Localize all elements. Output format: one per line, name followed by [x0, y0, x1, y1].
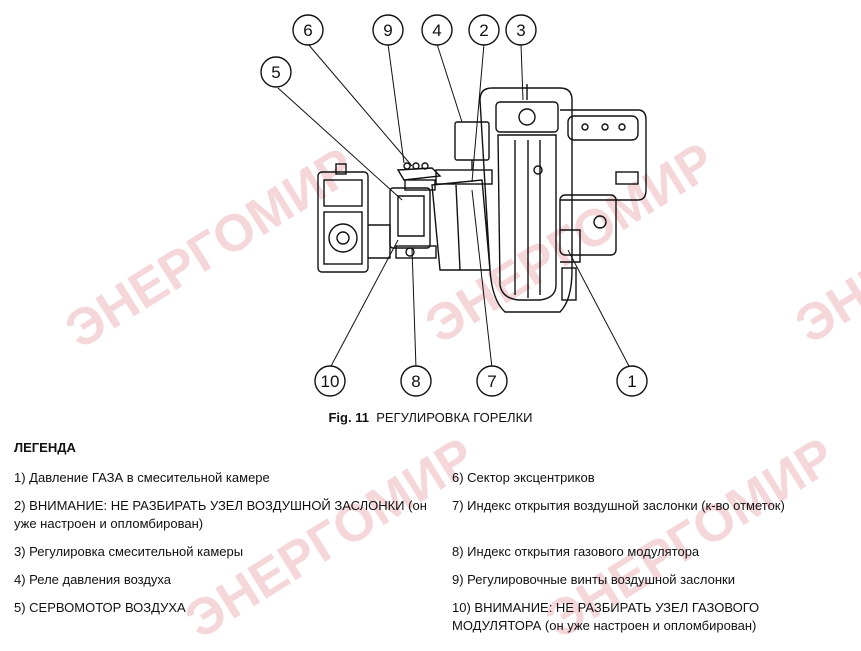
callout-4: 4 — [421, 14, 453, 46]
fan-housing — [479, 84, 573, 313]
figure-caption: Fig. 11 РЕГУЛИРОВКА ГОРЕЛКИ — [0, 410, 861, 425]
legend-item-8: 8) Индекс открытия газового модулятора — [452, 544, 700, 559]
callout-10: 10 — [314, 365, 346, 397]
callout-label: 9 — [383, 21, 392, 40]
servomotor-housing — [389, 162, 442, 259]
gas-valve-block — [317, 163, 391, 273]
legend-item-7: 7) Индекс открытия воздушной заслонки (к… — [452, 498, 785, 513]
callout-5: 5 — [260, 56, 292, 88]
legend-item-2: 2) ВНИМАНИЕ: НЕ РАЗБИРАТЬ УЗЕЛ ВОЗДУШНОЙ… — [14, 498, 427, 531]
callout-8: 8 — [400, 365, 432, 397]
legend-item-5: 5) СЕРВОМОТОР ВОЗДУХА — [14, 600, 186, 615]
callout-label: 5 — [271, 63, 280, 82]
callout-label: 6 — [303, 21, 312, 40]
legend-item-9: 9) Регулировочные винты воздушной заслон… — [452, 572, 735, 587]
legend-title: ЛЕГЕНДА — [14, 440, 76, 455]
callout-label: 10 — [321, 372, 340, 391]
callout-7: 7 — [476, 365, 508, 397]
legend-item-6: 6) Сектор эксцентриков — [452, 470, 595, 485]
callout-3: 3 — [505, 14, 537, 46]
callout-1: 1 — [616, 365, 648, 397]
legend-item-10: 10) ВНИМАНИЕ: НЕ РАЗБИРАТЬ УЗЕЛ ГАЗОВОГО… — [452, 600, 760, 633]
motor — [559, 109, 647, 301]
callout-9: 9 — [372, 14, 404, 46]
legend-item-4: 4) Реле давления воздуха — [14, 572, 172, 587]
callout-label: 7 — [487, 372, 496, 391]
air-duct — [431, 169, 493, 271]
callouts: 6 9 4 2 3 5 10 8 — [260, 14, 648, 397]
callout-label: 1 — [627, 372, 636, 391]
callout-label: 8 — [411, 372, 420, 391]
air-pressure-switch — [454, 121, 490, 170]
leader-lines — [277, 43, 631, 369]
callout-6: 6 — [292, 14, 324, 46]
legend-item-3: 3) Регулировка смесительной камеры — [14, 544, 244, 559]
legend-item-1: 1) Давление ГАЗА в смесительной камере — [14, 470, 270, 485]
figure-number: Fig. 11 — [328, 410, 369, 425]
figure-title: РЕГУЛИРОВКА ГОРЕЛКИ — [376, 410, 533, 425]
callout-label: 4 — [432, 21, 441, 40]
burner-drawing: 6 9 4 2 3 5 10 8 — [260, 14, 648, 397]
callout-label: 3 — [516, 21, 525, 40]
callout-label: 2 — [479, 21, 488, 40]
callout-2: 2 — [468, 14, 500, 46]
